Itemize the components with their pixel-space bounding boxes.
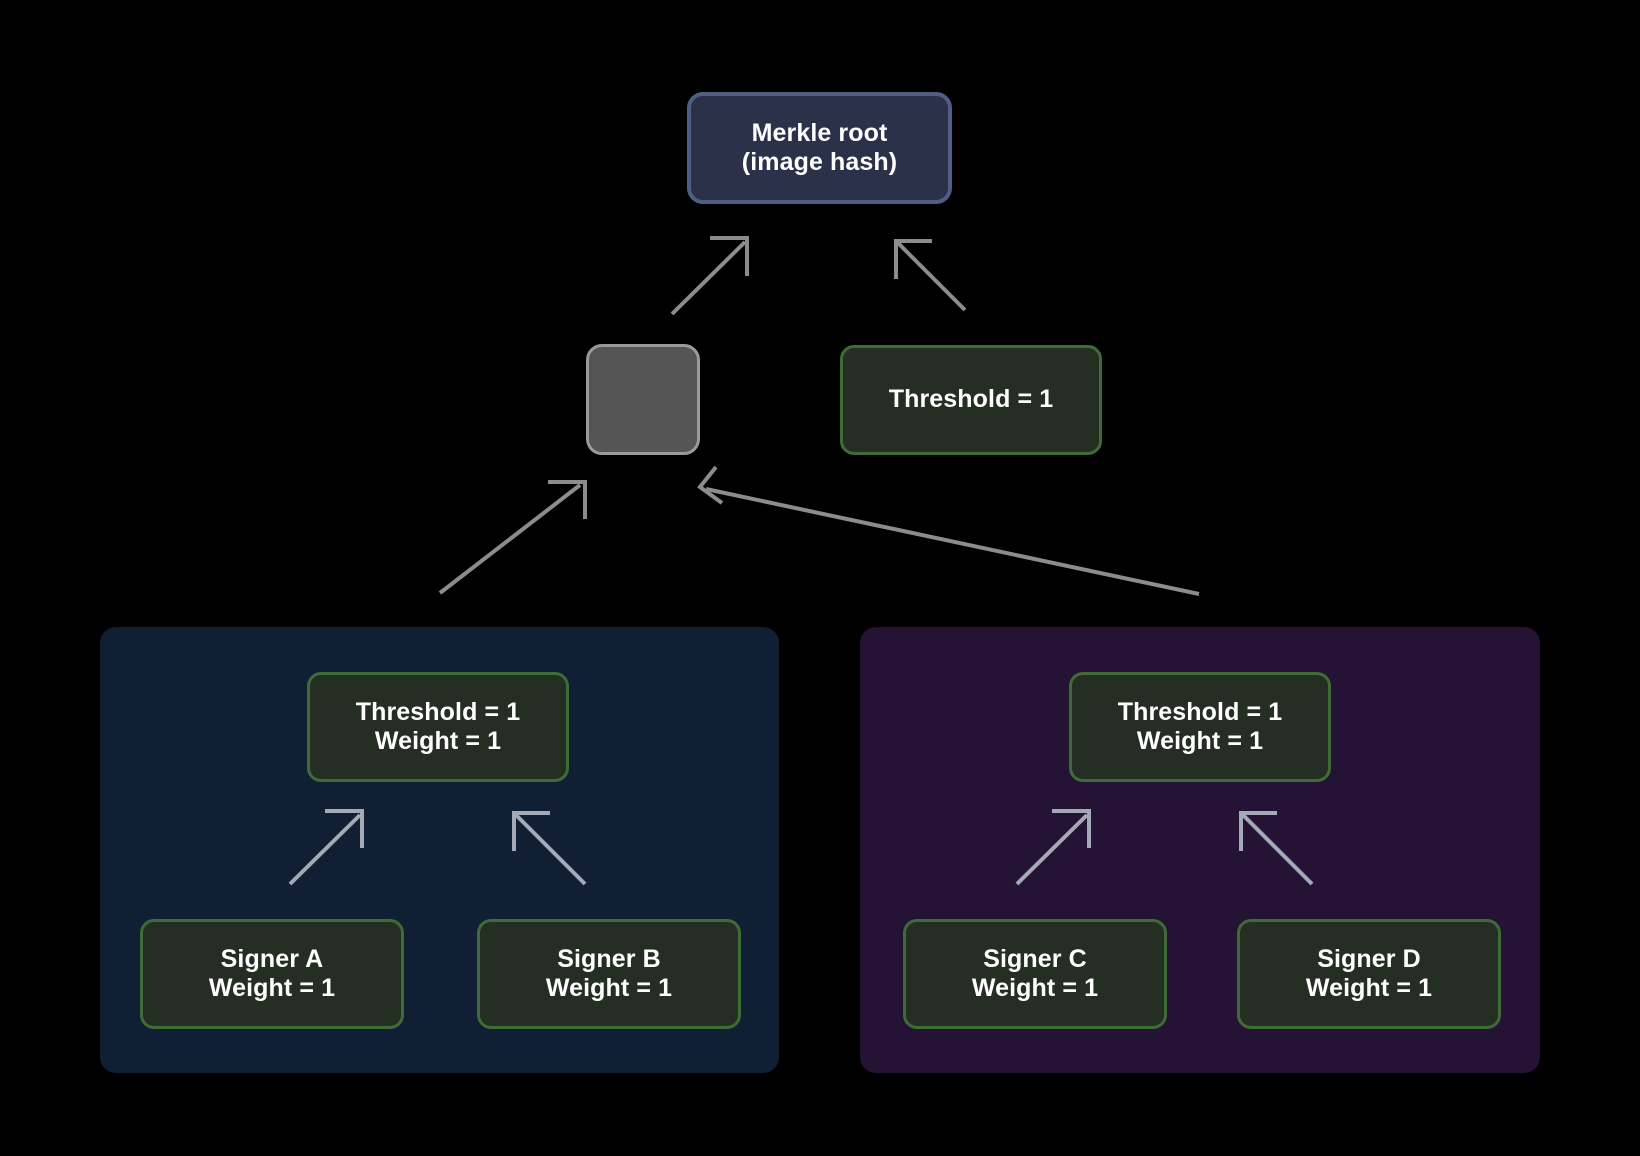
node-signer-b-line1: Signer B xyxy=(557,944,661,973)
node-signer-c[interactable]: Signer C Weight = 1 xyxy=(903,919,1167,1029)
node-merkle-root-line1: Merkle root xyxy=(751,118,888,147)
node-signer-a-line1: Signer A xyxy=(220,944,324,973)
node-threshold-root-line1: Threshold = 1 xyxy=(888,385,1054,414)
node-signer-a[interactable]: Signer A Weight = 1 xyxy=(140,919,404,1029)
node-signer-d[interactable]: Signer D Weight = 1 xyxy=(1237,919,1501,1029)
node-signer-d-line2: Weight = 1 xyxy=(1305,974,1433,1002)
node-group-purple-summary-line2: Weight = 1 xyxy=(1136,727,1264,755)
node-signer-d-line1: Signer D xyxy=(1317,944,1421,973)
node-threshold-root[interactable]: Threshold = 1 xyxy=(840,345,1102,455)
node-signer-b[interactable]: Signer B Weight = 1 xyxy=(477,919,741,1029)
node-signer-c-line2: Weight = 1 xyxy=(971,974,1099,1002)
node-group-purple-summary-line1: Threshold = 1 xyxy=(1117,697,1283,726)
node-signer-a-line2: Weight = 1 xyxy=(208,974,336,1002)
node-placeholder-gray[interactable] xyxy=(586,344,700,455)
node-signer-b-line2: Weight = 1 xyxy=(545,974,673,1002)
node-group-blue-summary-line2: Weight = 1 xyxy=(374,727,502,755)
node-merkle-root[interactable]: Merkle root (image hash) xyxy=(687,92,952,204)
node-group-purple-summary[interactable]: Threshold = 1 Weight = 1 xyxy=(1069,672,1331,782)
node-group-blue-summary-line1: Threshold = 1 xyxy=(355,697,521,726)
node-signer-c-line1: Signer C xyxy=(983,944,1087,973)
node-group-blue-summary[interactable]: Threshold = 1 Weight = 1 xyxy=(307,672,569,782)
node-merkle-root-line2: (image hash) xyxy=(741,148,898,176)
